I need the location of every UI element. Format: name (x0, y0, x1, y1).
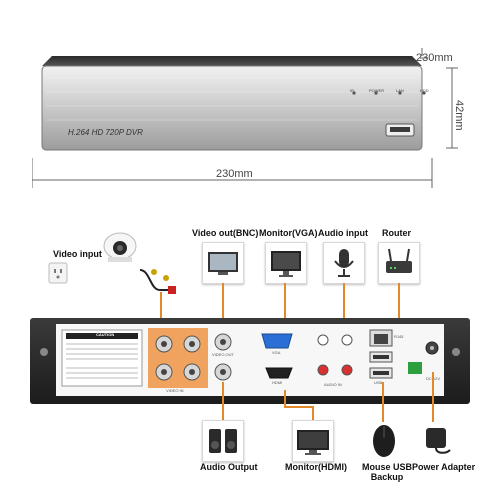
model-text: H.264 HD 720P DVR (68, 128, 143, 137)
bnc-cable-icon (139, 260, 180, 305)
dvr-front-drawing (31, 48, 458, 188)
dimension-width-right: 230mm (416, 52, 453, 64)
label-audio-output: Audio Output (200, 462, 258, 472)
tv-bnc-icon (202, 242, 244, 284)
label-audio-input: Audio input (318, 228, 368, 238)
port-label-video-out: VIDEO OUT (212, 352, 235, 357)
port-label-video-in: VIDEO IN (166, 388, 184, 393)
monitor-vga-icon (265, 242, 307, 284)
speakers-icon (202, 420, 244, 462)
microphone-icon (323, 242, 365, 284)
dvr-back-panel: CAUTION VIDEO IN VIDEO OUT VGA HDMI AUDI… (30, 318, 470, 404)
power-outlet-icon (48, 262, 68, 289)
port-label-lan: RJ45 (394, 334, 404, 339)
led-label-ir: IR (350, 88, 354, 93)
port-label-hdmi: HDMI (272, 380, 283, 385)
dimension-height: 42mm (453, 100, 465, 131)
label-monitor-hdmi: Monitor(HDMI) (285, 462, 347, 472)
led-label-hdd: HDD (420, 88, 429, 93)
power-adapter-icon (420, 424, 454, 463)
router-icon (378, 242, 420, 284)
led-label-power: POWER (369, 88, 385, 93)
led-label-lan: LAN (396, 88, 404, 93)
label-mouse-usb-backup: Mouse USB Backup (362, 462, 413, 482)
mouse-icon (368, 422, 400, 465)
monitor-hdmi-icon (292, 420, 334, 462)
dome-camera-icon (100, 230, 140, 271)
label-video-input: Video input (53, 249, 102, 259)
port-label-vga: VGA (272, 350, 281, 355)
label-router: Router (382, 228, 411, 238)
back-panel-drawing (30, 318, 470, 404)
port-label-audio: AUDIO IN (324, 382, 342, 387)
label-monitor-vga: Monitor(VGA) (259, 228, 318, 238)
dvr-front-view: IR POWER LAN HDD H.264 HD 720P DVR 230mm… (31, 48, 472, 208)
label-power-adapter: Power Adapter (412, 462, 476, 472)
caution-title: CAUTION (96, 332, 115, 337)
port-label-usb: USB (374, 380, 383, 385)
dimension-width-bottom: 230mm (216, 168, 253, 180)
label-video-out-bnc: Video out(BNC) (192, 228, 259, 238)
